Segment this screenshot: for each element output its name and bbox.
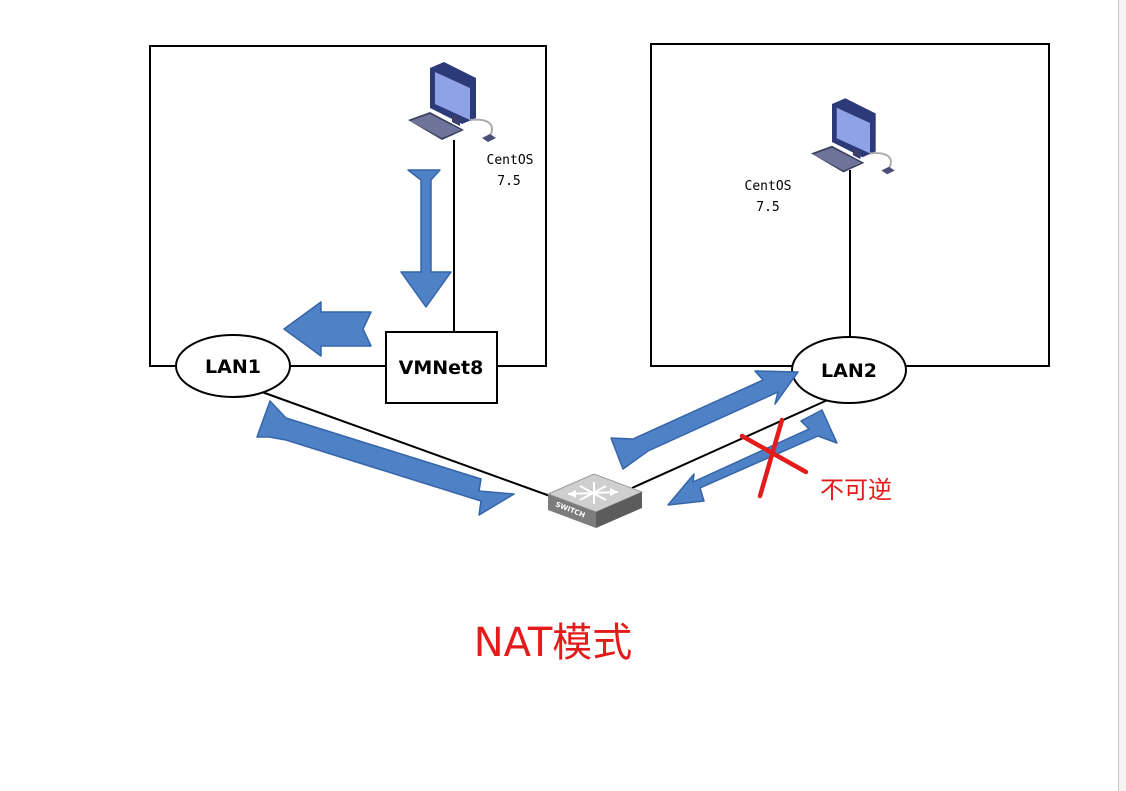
page-edge-scrollbar[interactable] [1118, 0, 1126, 791]
right-computer-icon [810, 97, 896, 176]
lan1-switch-double-arrow [256, 400, 515, 516]
lan1-label: LAN1 [205, 356, 261, 378]
lan1-node [175, 334, 291, 398]
irreversible-label: 不可逆 [820, 476, 892, 504]
switch-icon: SWITCH [546, 473, 644, 528]
left-os-label: CentOS [487, 153, 534, 168]
right-os-version: 7.5 [756, 200, 779, 215]
left-os-version: 7.5 [497, 174, 520, 189]
right-os-label: CentOS [745, 179, 792, 194]
switch-lan2-double-arrow [610, 370, 799, 470]
lan2-switch-arrow [667, 409, 838, 506]
vmnet8-node [385, 331, 498, 404]
nat-mode-title: NAT模式 [474, 620, 633, 666]
lan2-label: LAN2 [821, 360, 877, 382]
irreversible-cross-icon [739, 417, 809, 499]
left-computer-icon [407, 61, 497, 143]
down-arrow [400, 169, 452, 308]
vmnet8-label: VMNet8 [399, 357, 484, 379]
lan1-switch-line [261, 391, 551, 497]
lan2-node [791, 336, 907, 404]
left-arrow [283, 301, 372, 357]
lan2-switch-line [631, 397, 833, 489]
